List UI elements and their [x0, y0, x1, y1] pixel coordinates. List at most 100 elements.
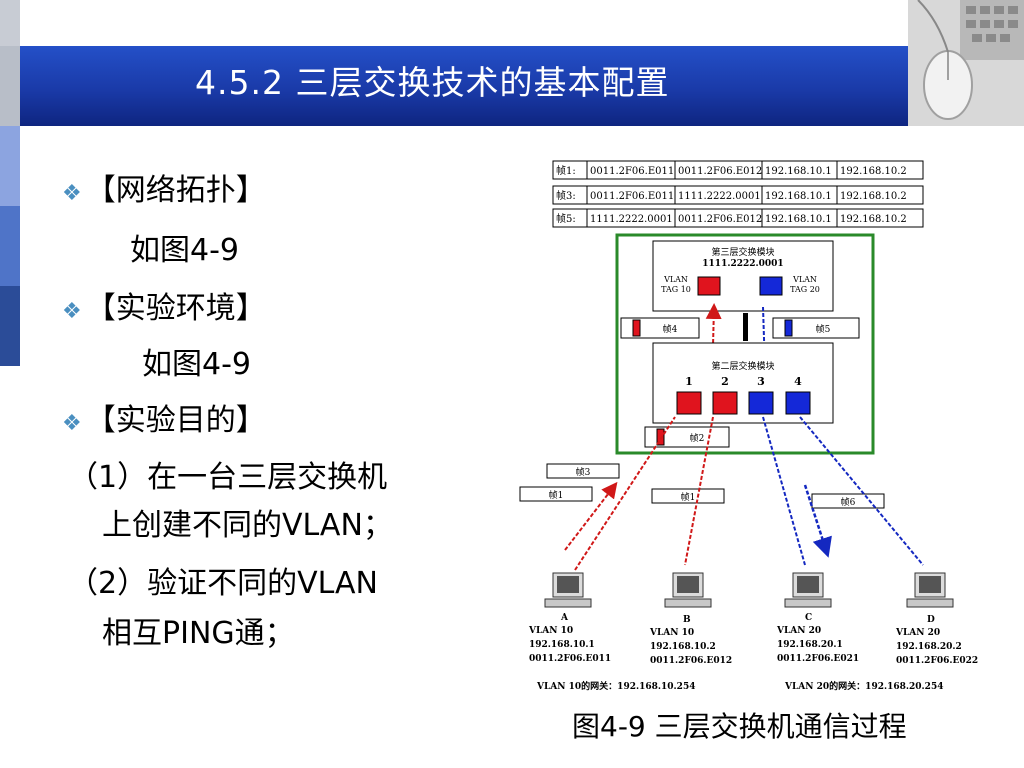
host-c-vlan: VLAN 20 [776, 626, 821, 636]
host-b-ip: 192.168.10.2 [650, 642, 716, 652]
section-heading-objective: ❖【实验目的】 [62, 395, 266, 439]
host-d-mac: 0011.2F06.E022 [896, 656, 978, 666]
objective-1-line2: 上创建不同的VLAN； [102, 508, 393, 543]
frame2-marker [656, 428, 665, 446]
frame2-label: 帧2 [690, 432, 705, 444]
objective-2-line1: （2）验证不同的VLAN [68, 566, 378, 601]
objective-2-line2: 相互PING通； [102, 616, 295, 651]
port-number: 4 [794, 375, 802, 388]
figure-caption: 图4-9 三层交换机通信过程 [572, 710, 907, 743]
section-body-environment: 如图4-9 [142, 347, 251, 382]
vlan20-gateway: VLAN 20的网关：192.168.20.254 [784, 680, 943, 692]
diamond-bullet-icon: ❖ [62, 299, 82, 324]
sidebar-block [0, 206, 20, 286]
l3-module-label: 第三层交换模块 [711, 246, 774, 258]
frame-cell: 1111.2222.0001 [678, 191, 761, 202]
port-number: 3 [757, 375, 765, 388]
frame5-label: 帧5 [816, 323, 831, 335]
link-host-a [574, 416, 676, 571]
diamond-bullet-icon: ❖ [62, 411, 82, 436]
l3-module-box [652, 240, 834, 312]
link-host-d [799, 416, 924, 566]
section-heading-text: 【网络拓扑】 [85, 173, 266, 208]
frame-cell: 192.168.10.2 [840, 166, 907, 177]
left-sidebar-decoration [0, 0, 20, 768]
vlan-left-line2: TAG 10 [661, 285, 691, 294]
vlan-left-line1: VLAN [663, 275, 688, 284]
frame1a-tag [519, 486, 593, 502]
frame-cell: 192.168.10.2 [840, 191, 907, 202]
frame3-tag [546, 463, 620, 479]
frame5-tag [772, 317, 860, 339]
host-a-vlan: VLAN 10 [528, 626, 573, 636]
computer-icon [784, 572, 832, 608]
frame3-label: 帧3 [576, 466, 591, 478]
section-heading-topology: ❖【网络拓扑】 [62, 165, 266, 209]
frame-cell: 0011.2F06.E011 [590, 166, 674, 177]
l3-module-mac: 1111.2222.0001 [702, 259, 783, 269]
sidebar-block [0, 126, 20, 206]
sidebar-block [0, 286, 20, 366]
switch-port-2 [712, 391, 738, 415]
link-host-b [684, 416, 714, 566]
page-title: 4.5.2 三层交换技术的基本配置 [195, 63, 670, 102]
host-d-name: D [927, 615, 935, 625]
host-d-vlan: VLAN 20 [895, 628, 940, 638]
switch-port-1 [676, 391, 702, 415]
frame-cell: 帧5: [556, 212, 576, 225]
frame-table: 帧1: 0011.2F06.E011 0011.2F06.E012 192.16… [552, 160, 924, 228]
frame4-label: 帧4 [663, 323, 678, 335]
port-number: 2 [721, 375, 729, 388]
section-heading-environment: ❖【实验环境】 [62, 283, 266, 327]
frame-cell: 192.168.10.1 [765, 191, 832, 202]
section-heading-text: 【实验环境】 [85, 291, 266, 326]
switch-port-4 [785, 391, 811, 415]
host-a-mac: 0011.2F06.E011 [529, 654, 611, 664]
computer-icon [544, 572, 592, 608]
switch-port-3 [748, 391, 774, 415]
frame-cell: 帧3: [556, 189, 576, 202]
l2-module-label: 第二层交换模块 [711, 360, 774, 372]
frame5-marker [784, 319, 793, 337]
section-body-topology: 如图4-9 [130, 233, 239, 268]
frame-cell: 1111.2222.0001 [590, 214, 673, 225]
host-c-mac: 0011.2F06.E021 [777, 654, 859, 664]
frame1b-label: 帧1 [681, 491, 696, 503]
vlan-right-line2: TAG 20 [790, 285, 820, 294]
diamond-bullet-icon: ❖ [62, 181, 82, 206]
host-a-ip: 192.168.10.1 [529, 640, 595, 650]
frame6-label: 帧6 [841, 496, 856, 508]
network-diagram: 帧1: 0011.2F06.E011 0011.2F06.E012 192.16… [515, 155, 1015, 700]
frame1-arrow [564, 481, 618, 551]
title-bar: 4.5.2 三层交换技术的基本配置 [20, 46, 910, 126]
frame5-arrow [756, 306, 773, 374]
keyboard-mouse-image [908, 0, 1024, 126]
vlan-right-line1: VLAN [792, 275, 817, 284]
vlan20-port [759, 276, 783, 296]
section-heading-text: 【实验目的】 [85, 403, 266, 438]
frame-cell: 0011.2F06.E012 [678, 214, 762, 225]
link-host-c [762, 416, 806, 566]
frame-cell: 192.168.10.2 [840, 214, 907, 225]
frame4-marker [632, 319, 641, 337]
frame-cell: 0011.2F06.E011 [590, 191, 674, 202]
port-number: 1 [685, 375, 693, 388]
frame1b-tag [651, 488, 725, 504]
host-a-name: A [560, 613, 569, 623]
host-b-mac: 0011.2F06.E012 [650, 656, 732, 666]
vlan10-gateway: VLAN 10的网关：192.168.10.254 [536, 680, 695, 692]
frame-cell: 帧1: [556, 164, 576, 177]
host-c-ip: 192.168.20.1 [777, 640, 843, 650]
frame-cell: 192.168.10.1 [765, 166, 832, 177]
host-b-vlan: VLAN 10 [649, 628, 694, 638]
host-d-ip: 192.168.20.2 [896, 642, 962, 652]
sidebar-block [0, 46, 20, 126]
sidebar-block [0, 0, 20, 46]
frame-cell: 0011.2F06.E012 [678, 166, 762, 177]
computer-icon [906, 572, 954, 608]
frame1a-label: 帧1 [549, 489, 564, 501]
frame-cell: 192.168.10.1 [765, 214, 832, 225]
host-c-name: C [805, 613, 812, 623]
vlan10-port [697, 276, 721, 296]
trunk-link [743, 313, 748, 341]
